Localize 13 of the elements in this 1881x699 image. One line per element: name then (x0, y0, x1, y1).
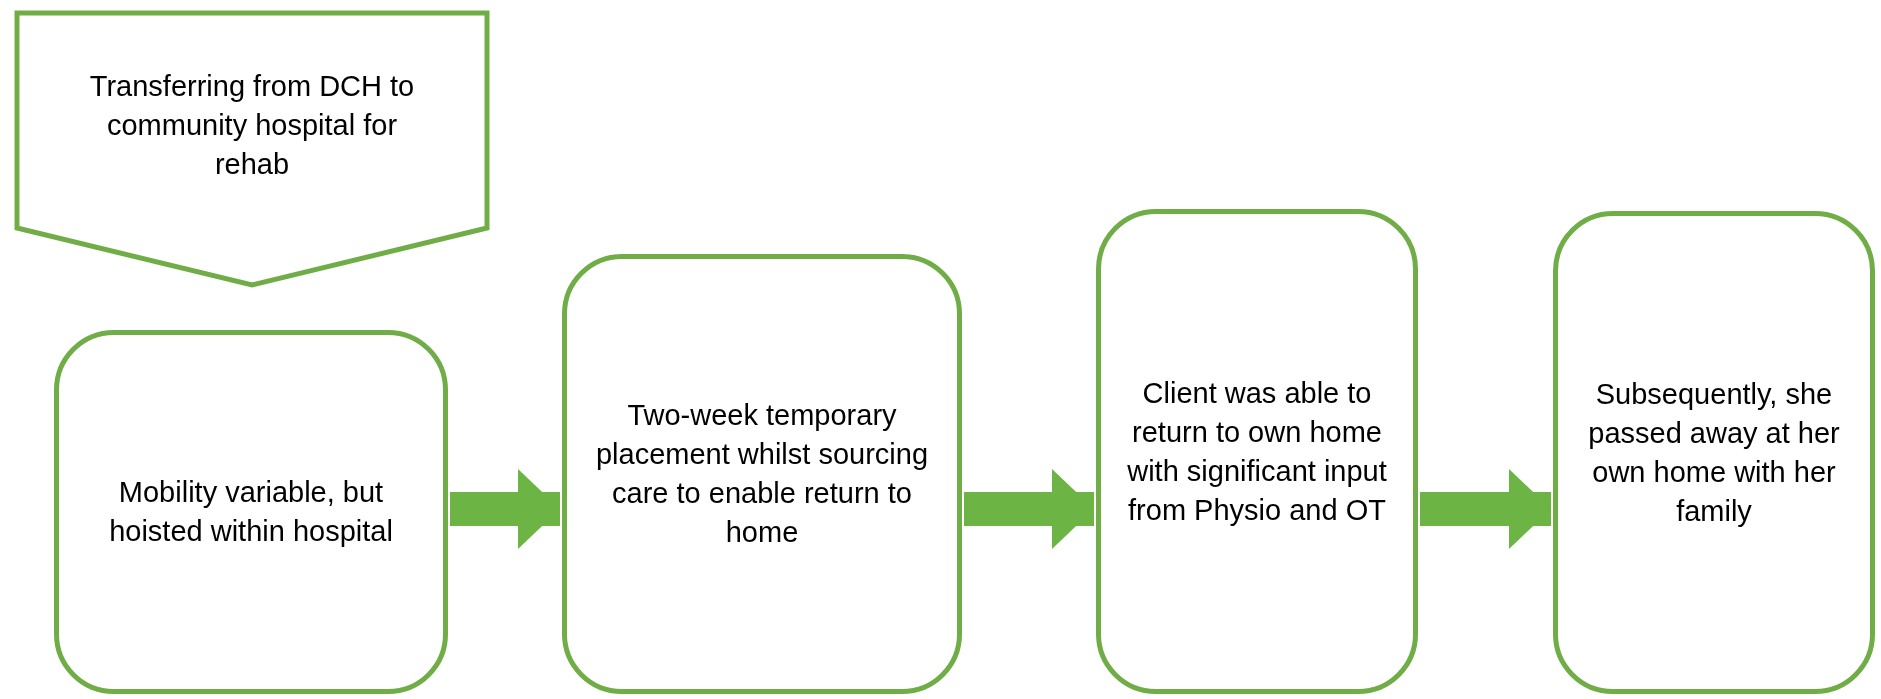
node-text: Transferring from DCH to community hospital for rehab (88, 68, 416, 182)
process-box (54, 330, 448, 694)
pentagon-callout (14, 10, 490, 288)
node-text: Client was able to return to own home with significant input from Physio and OT (1126, 375, 1388, 528)
block-arrow (1420, 469, 1551, 549)
process-box (1096, 209, 1418, 694)
node-text: Subsequently, she passed away at her own home with her family (1587, 376, 1841, 529)
process-box (562, 254, 962, 694)
node-text: Two-week temporary placement whilst sourcing care to enable return to home (594, 398, 929, 550)
block-arrow (964, 469, 1094, 549)
block-arrow (450, 469, 560, 549)
process-box (1553, 211, 1875, 694)
node-text: Mobility variable, but hoisted within hospital (108, 475, 394, 549)
